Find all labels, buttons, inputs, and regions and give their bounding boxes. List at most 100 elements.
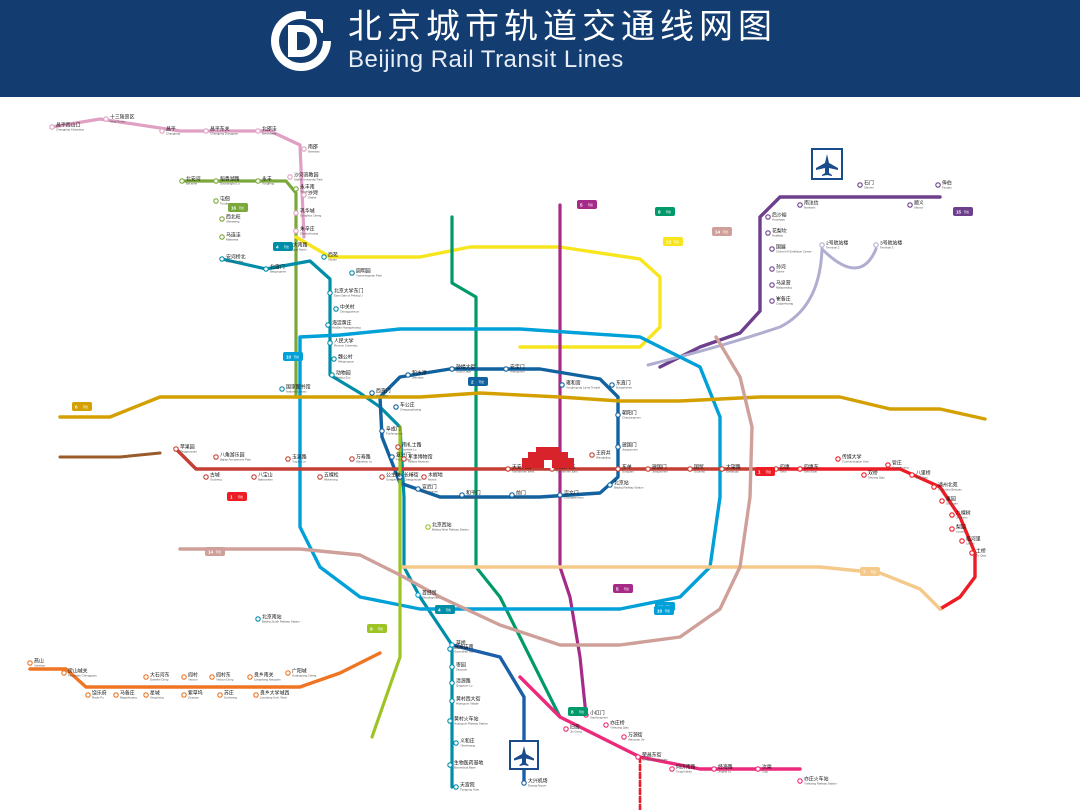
station-marker[interactable]: 东单Dongdan (615, 464, 634, 474)
station-marker[interactable]: 义和庄Yihezhuang (453, 738, 476, 748)
station-marker[interactable]: 后沙峪Houshayu (765, 212, 787, 222)
station-marker[interactable]: 大石河东Dashihe Dong (143, 672, 170, 682)
station-marker[interactable]: 天安门西Tian'anmen West (505, 464, 535, 474)
station-marker[interactable]: 黄村火车站Huangcun Railway Station (447, 716, 488, 726)
station-marker[interactable]: 八宝山Babaoshan (251, 472, 273, 482)
station-marker[interactable]: 通州北苑Tongzhou Beiyuan (931, 482, 962, 492)
station-marker[interactable]: 北京大学东门East Gate of Peking U (327, 288, 364, 298)
station-marker[interactable]: 沙河高教园Shahe University Park (287, 172, 323, 182)
line-number-badge[interactable]: 4号线 (273, 242, 293, 251)
station-marker[interactable]: 马泉营Maquanying (769, 280, 792, 290)
station-marker[interactable]: 天宫院Tiangong Yuan (453, 782, 480, 792)
line-number-badge[interactable]: 6号线 (72, 402, 92, 411)
station-marker[interactable]: 高米店南Gaomidian Nan (447, 644, 475, 654)
station-marker[interactable]: 国家图书馆National Library (279, 384, 311, 394)
station-marker[interactable]: 永丰南Yongfeng Nan (293, 184, 319, 194)
station-marker[interactable]: 果园Guoyuan (939, 497, 958, 506)
station-marker[interactable]: 崇文门Chongwenmen (557, 490, 584, 500)
station-marker[interactable]: 王府井Wangfujing (589, 450, 611, 460)
station-marker[interactable]: 荣昌东街Rongchang Dongjie (635, 752, 668, 762)
station-marker[interactable]: 玉泉路Yuquan Lu (285, 454, 307, 464)
line-number-badge[interactable]: 8号线 (568, 707, 588, 716)
station-marker[interactable]: 阜成门Fuchengmen (379, 426, 403, 436)
station-marker[interactable]: 木樨地Muxidi (421, 472, 443, 482)
station-marker[interactable]: 临河里Linheli (959, 536, 981, 546)
station-marker[interactable]: 苏庄Suzhuang (217, 690, 238, 700)
station-marker[interactable]: 黄村西大街Huangcun Xidajie (449, 696, 481, 706)
station-marker[interactable]: 2号航站楼Terminal 2 (819, 240, 849, 250)
station-marker[interactable]: 西苑Xiyuan (321, 252, 338, 262)
station-marker[interactable]: 建国门Jianguomen (645, 464, 668, 474)
station-marker[interactable]: 建国门Jianguomen (615, 442, 638, 452)
station-marker[interactable]: 四惠东Sihui East (797, 464, 819, 474)
station-marker[interactable]: 国展China Int'l Exhibition Center (769, 245, 812, 254)
station-marker[interactable]: 次渠Ciqu (755, 764, 772, 774)
station-marker[interactable]: 同济南路Tongji Nanlu (669, 764, 696, 774)
station-marker[interactable]: 经海路Jinghai Lu (711, 764, 733, 774)
station-marker[interactable]: 动物园Beijing Zoo (329, 370, 351, 380)
station-marker[interactable]: 长椿街Changchunjie (397, 472, 422, 482)
station-marker[interactable]: 前门Qian Men (509, 490, 529, 500)
station-marker[interactable]: 安河桥北Anheqiao Bei (219, 254, 246, 264)
station-marker[interactable]: 北宫门Beigongmen (263, 264, 287, 274)
station-marker[interactable]: 清源路Qingyuan Lu (449, 678, 473, 688)
station-marker[interactable]: 和平门Hepingmen (459, 490, 481, 500)
station-marker[interactable]: 海淀黄庄Haidian Huangzhuang (325, 320, 361, 330)
station-marker[interactable]: 阎村东Yancun Dong (209, 672, 234, 682)
station-marker[interactable]: 屯佃Tundian (213, 196, 231, 206)
station-marker[interactable]: 万源街Wanyuan Jie (621, 732, 645, 742)
station-marker[interactable]: 公主坟Gongzhufen (379, 472, 402, 482)
station-marker[interactable]: 北京站Beijing Railway Station (607, 480, 644, 490)
line-number-badge[interactable]: 4号线 (435, 605, 455, 614)
station-marker[interactable]: 人民大学Renmin University (327, 338, 358, 348)
station-marker[interactable]: 八角游乐园Bajiao Amusement Park (213, 452, 252, 462)
station-marker[interactable]: 良乡大学城西Lianxiang Univ. West (253, 690, 290, 700)
station-marker[interactable]: 军事博物馆Military Museum (401, 454, 433, 464)
station-marker[interactable]: 九棵树Jiukeshu (949, 510, 971, 520)
line-number-badge[interactable]: 10号线 (283, 352, 303, 361)
station-marker[interactable]: 雍和宫Yonghegong Lama Temple (559, 380, 601, 390)
line-number-badge[interactable]: 8号线 (655, 207, 675, 216)
station-marker[interactable]: 大兴机场Daxing Airport (521, 778, 548, 788)
station-marker[interactable]: 孙河Sunhe (769, 264, 786, 274)
station-marker[interactable]: 生物医药基地Biomedical Base (447, 760, 484, 770)
station-marker[interactable]: 花梨坎Hualikan (765, 228, 787, 238)
station-marker[interactable]: 传媒大学Communication Univ. (835, 454, 870, 464)
line-number-badge[interactable]: 7号线 (860, 567, 880, 576)
station-marker[interactable]: 车公庄Chegongzhuang (393, 402, 422, 412)
line-number-badge[interactable]: 2号线 (468, 377, 488, 386)
station-marker[interactable]: 安定门Andingmen (503, 364, 525, 374)
station-marker[interactable]: 北邵洼Beishaowa (255, 126, 277, 136)
station-marker[interactable]: 宣武门Xuanwumen (415, 484, 439, 494)
station-marker[interactable]: 中关村Zhongguancun (333, 304, 360, 314)
station-marker[interactable]: 3号航站楼Terminal 3 (873, 240, 903, 250)
station-marker[interactable]: 稻香湖路Daoxianghu Lu (213, 176, 240, 186)
line-number-badge[interactable]: 5号线 (613, 584, 633, 593)
station-marker[interactable]: 俸伯Fengbo (935, 180, 952, 190)
station-marker[interactable]: 国贸Guomao (687, 464, 706, 474)
station-marker[interactable]: 西直门Xizhimen (369, 388, 391, 398)
station-marker[interactable]: 万寿路Wanshou Lu (349, 454, 373, 464)
station-marker[interactable]: 阎村Yancun (181, 672, 198, 682)
station-marker[interactable]: 巩华城Gonghua Cheng (293, 208, 322, 218)
line-number-badge[interactable]: 14号线 (205, 547, 225, 556)
station-marker[interactable]: 土桥Tu Qiao (969, 548, 987, 558)
station-marker[interactable]: 鼓楼大街Gulou Dajie (449, 364, 476, 374)
station-marker[interactable]: 顺义Shunyi (907, 201, 924, 210)
station-marker[interactable]: 圆明园Yuanmingyuan Park (349, 269, 383, 278)
station-marker[interactable]: 星城Xingcheng (143, 690, 164, 700)
station-marker[interactable]: 石门Shimen (857, 180, 874, 190)
station-marker[interactable]: 朱辛庄Zhuxinzhuang (293, 226, 319, 236)
station-marker[interactable]: 八里桥Bali Qiao (909, 470, 931, 480)
station-marker[interactable]: 东直门Dongzhimen (609, 380, 633, 390)
station-marker[interactable]: 苹果园Pingguoyuan (173, 444, 197, 454)
station-marker[interactable]: 朝阳门Chaoyangmen (615, 410, 641, 420)
station-marker[interactable]: 南邵Nanshao (301, 144, 320, 154)
station-marker[interactable]: 十三陵景区Ming Tombs (103, 114, 135, 124)
station-marker[interactable]: 马各庄Magezhuang (113, 690, 137, 700)
station-marker[interactable]: 房山城关Fangshan Chengguan (61, 668, 97, 678)
station-marker[interactable]: 南礼士路Nanlishi Lu (395, 442, 422, 452)
station-marker[interactable]: 燕山Yanshan (27, 658, 46, 668)
line-number-badge[interactable]: 5号线 (577, 200, 597, 209)
line-number-badge[interactable]: 15号线 (953, 207, 973, 216)
